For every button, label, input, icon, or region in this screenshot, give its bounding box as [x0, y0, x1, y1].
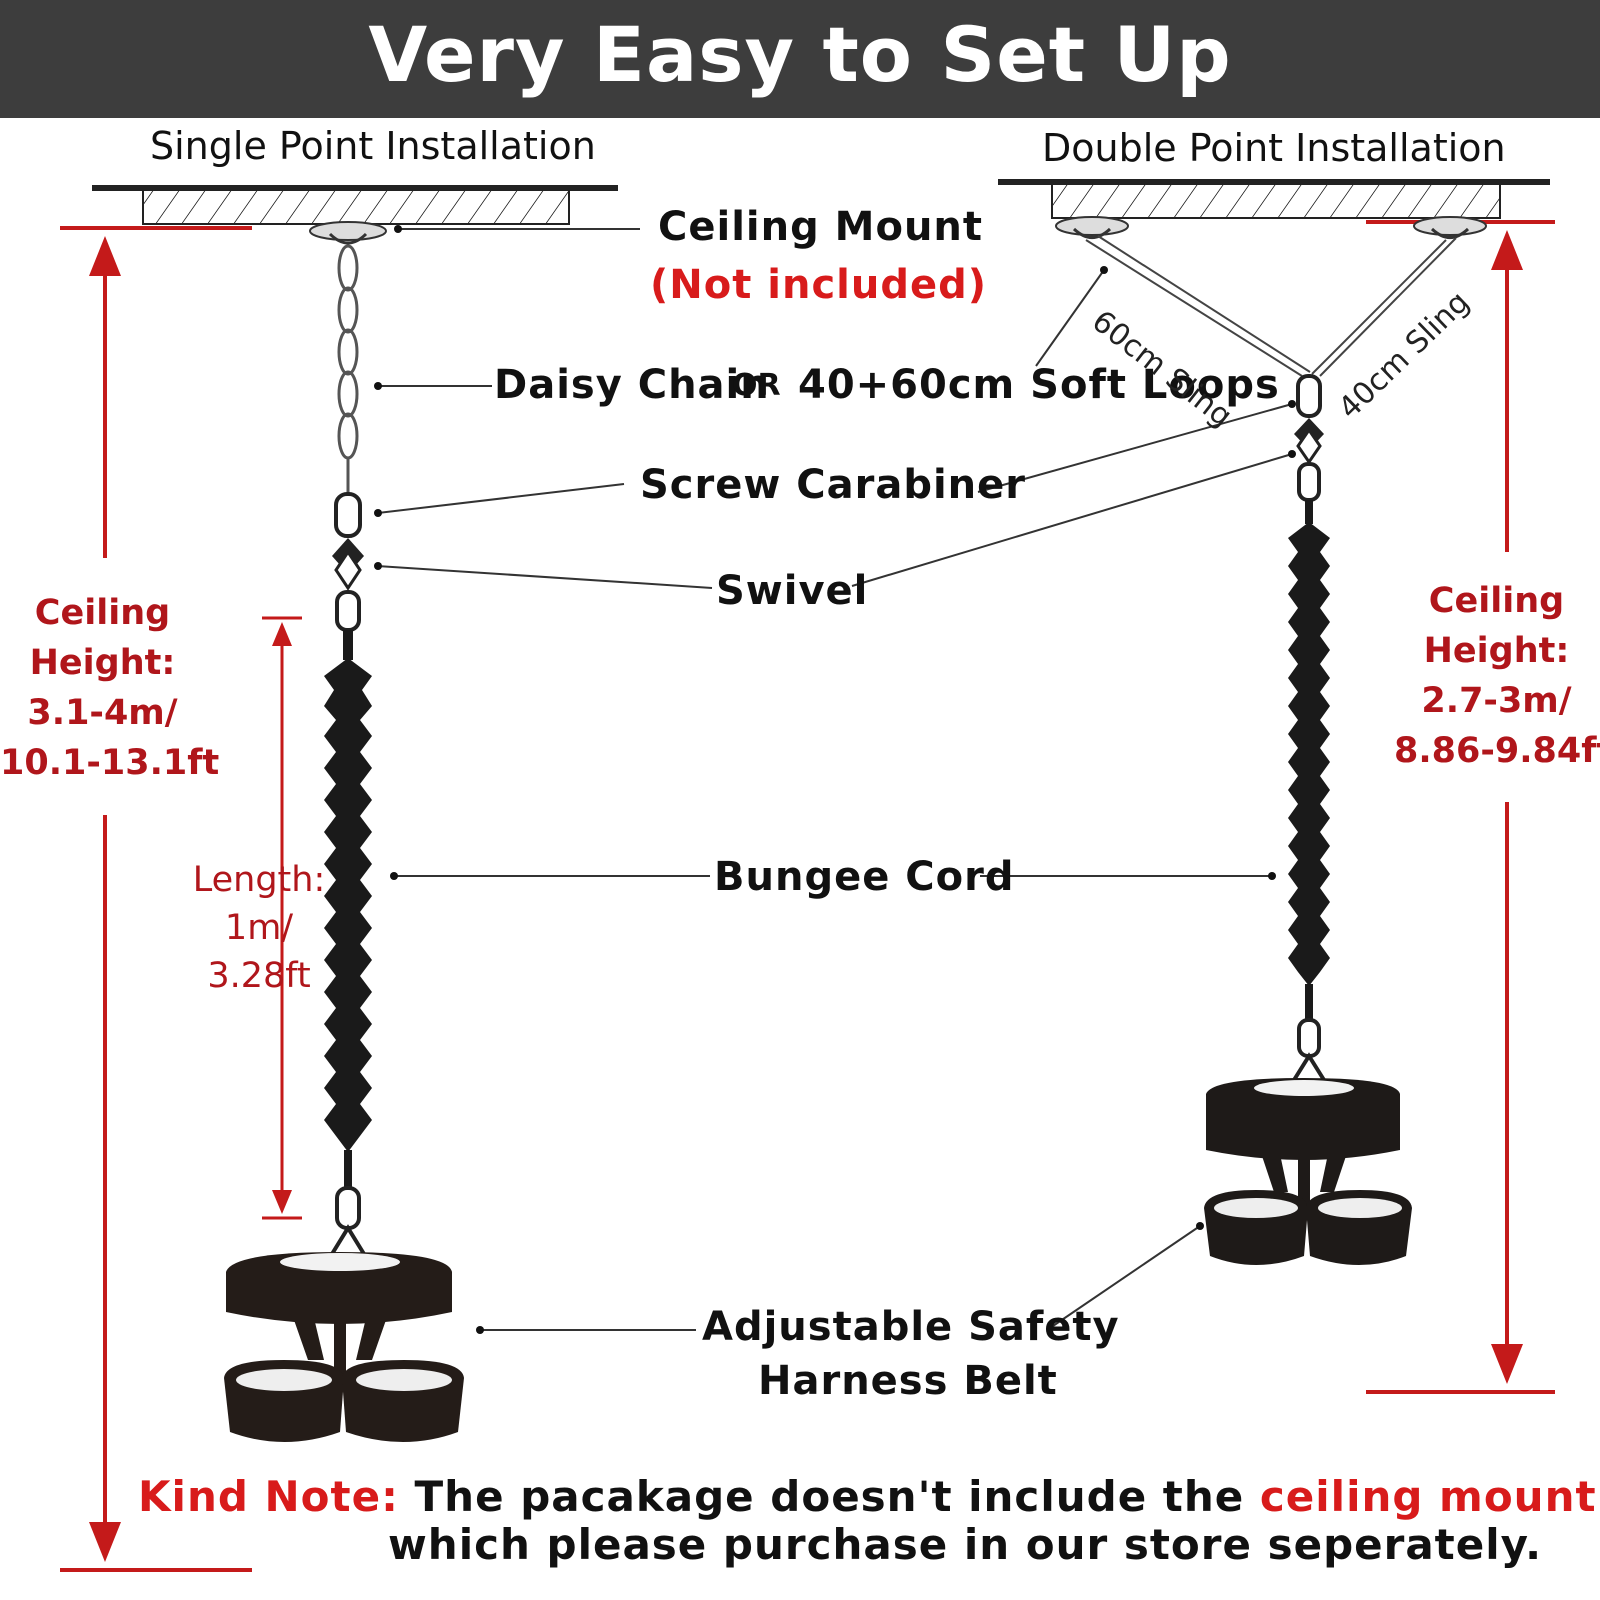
kind-note-label: Kind Note:	[138, 1472, 399, 1521]
double-point-title: Double Point Installation	[1042, 126, 1506, 170]
double-ceiling-mounts	[1055, 216, 1487, 239]
double-slings	[1085, 235, 1457, 377]
cord-length-line3: 3.28ft	[207, 956, 311, 996]
leader-lines	[374, 225, 1296, 1334]
single-ceiling-mount	[309, 221, 387, 245]
not-included-label: (Not included)	[650, 262, 988, 308]
screw-carabiner-label: Screw Carabiner	[640, 462, 1026, 508]
single-screw-carabiner	[334, 492, 362, 538]
kind-note-line1: Kind Note: The pacakage doesn't include …	[138, 1472, 1597, 1521]
or-label: OR	[732, 368, 781, 403]
page-title: Very Easy to Set Up	[368, 10, 1232, 99]
kind-note-text1: The pacakage doesn't include the	[414, 1472, 1245, 1521]
single-height-line1: Ceiling	[34, 593, 171, 633]
swivel-label: Swivel	[716, 568, 869, 614]
double-height-line3: 2.7-3m/	[1421, 681, 1572, 721]
single-bungee-cord	[324, 630, 372, 1188]
ceiling-mount-label: Ceiling Mount	[658, 204, 984, 250]
double-height-line4: 8.86-9.84ft	[1394, 731, 1600, 771]
single-ceiling-height: Ceiling Height: 3.1-4m/ 10.1-13.1ft	[0, 588, 220, 788]
double-bungee-cord	[1288, 500, 1330, 1020]
cord-length-marker	[262, 616, 302, 1220]
double-ceiling-height: Ceiling Height: 2.7-3m/ 8.86-9.84ft	[1394, 576, 1600, 776]
kind-note-line2: which please purchase in our store seper…	[388, 1520, 1543, 1569]
harness-label-line1: Adjustable Safety	[702, 1304, 1120, 1350]
cord-length-line2: 1m/	[224, 908, 294, 948]
double-height-line1: Ceiling	[1428, 581, 1565, 621]
single-point-title: Single Point Installation	[150, 124, 596, 168]
double-bottom-carabiner	[1292, 1018, 1326, 1082]
harness-label-line2: Harness Belt	[758, 1358, 1058, 1404]
double-ceiling	[998, 179, 1550, 219]
double-height-line2: Height:	[1423, 631, 1570, 671]
soft-loops-label: 40+60cm Soft Loops	[798, 362, 1280, 408]
title-banner	[0, 0, 1600, 118]
single-height-marker	[60, 226, 252, 1572]
single-swivel	[332, 538, 364, 632]
double-swivel	[1294, 418, 1324, 502]
single-height-line2: Height:	[29, 643, 176, 683]
kind-note-highlight: ceiling mount	[1259, 1472, 1597, 1521]
single-ceiling	[92, 185, 618, 225]
double-harness-belt	[1204, 1078, 1412, 1265]
single-height-line3: 3.1-4m/	[27, 693, 178, 733]
single-daisy-chain	[337, 244, 359, 494]
single-bottom-carabiner	[330, 1186, 366, 1256]
daisy-chain-label: Daisy Chain	[494, 362, 770, 408]
bungee-cord-label: Bungee Cord	[714, 854, 1015, 900]
cord-length-line1: Length:	[192, 860, 326, 900]
single-height-line4: 10.1-13.1ft	[0, 743, 220, 783]
double-screw-carabiner	[1296, 374, 1322, 418]
single-harness-belt	[224, 1252, 464, 1442]
cord-length: Length: 1m/ 3.28ft	[184, 856, 334, 1000]
